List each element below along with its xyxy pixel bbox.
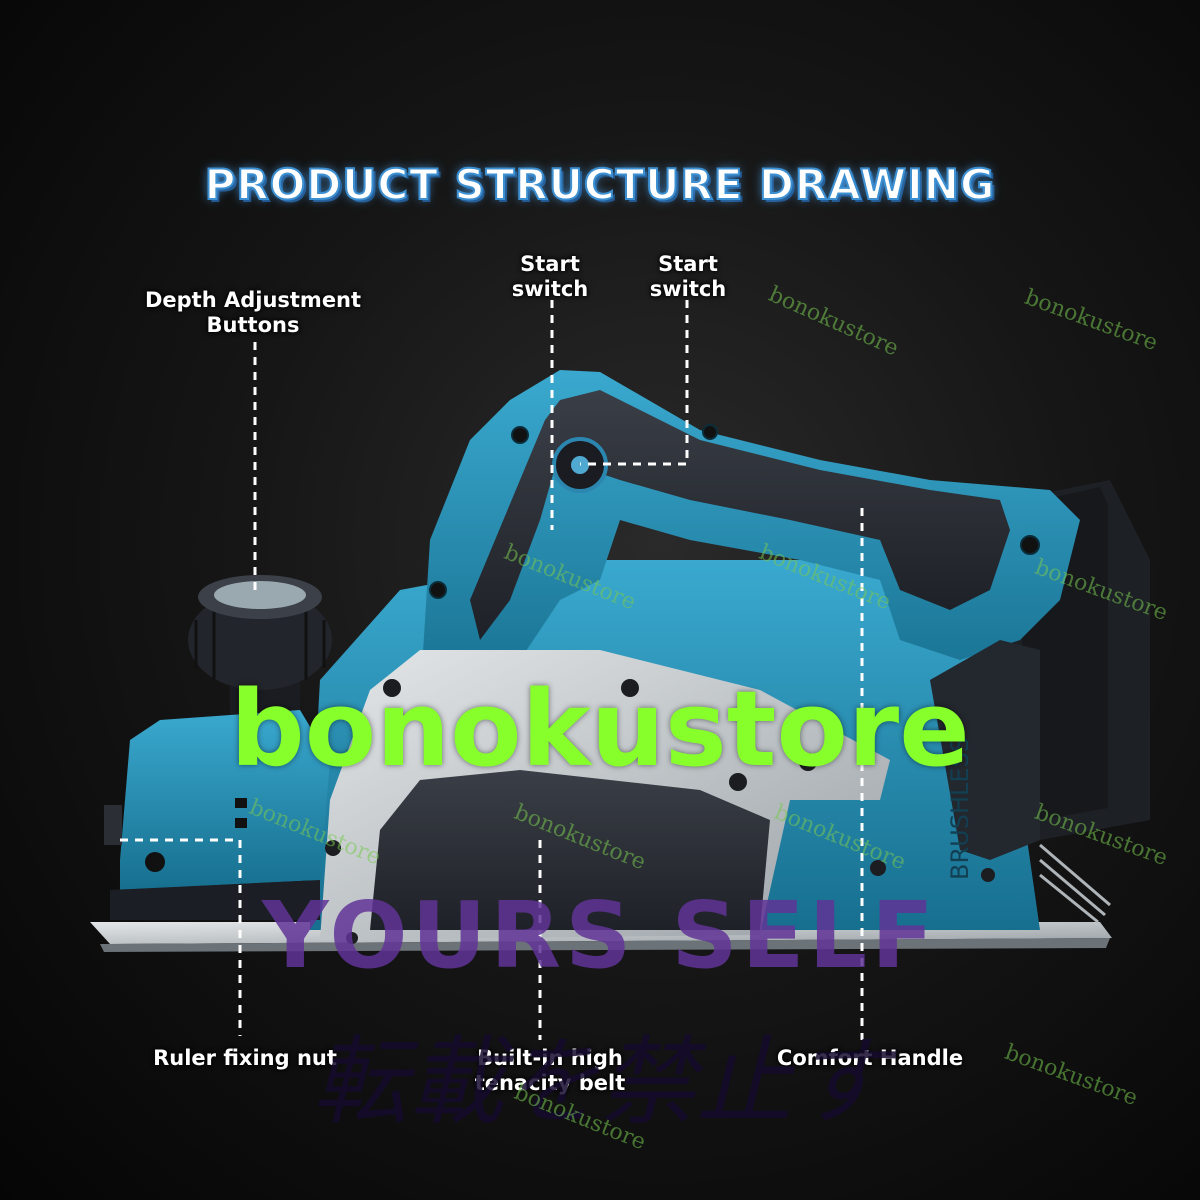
front-housing <box>120 710 330 890</box>
callout-lines <box>120 300 864 1040</box>
callout-depth-adjustment: Depth Adjustment Buttons <box>144 288 362 337</box>
callout-start-switch-right: Start switch <box>649 252 727 301</box>
comfort-grip <box>560 390 1010 610</box>
watermark-main: bonokustore <box>230 668 970 790</box>
callout-comfort-handle: Comfort Handle <box>776 1046 964 1070</box>
watermark-japanese: 転載を禁止す <box>312 1026 888 1138</box>
rear-vent-grille <box>1039 843 1111 924</box>
page-title: PRODUCT STRUCTURE DRAWING <box>204 159 996 210</box>
watermark-secondary: YOURS SELF <box>262 882 938 989</box>
callout-ruler-fixing-nut: Ruler fixing nut <box>153 1046 337 1070</box>
callout-built-in-belt: Built-in high tenacity belt <box>474 1046 626 1095</box>
depth-adjustment-knob <box>188 575 332 720</box>
brushless-marking: BRUSHLESS <box>946 737 974 880</box>
callout-start-switch-left: Start switch <box>511 252 589 301</box>
